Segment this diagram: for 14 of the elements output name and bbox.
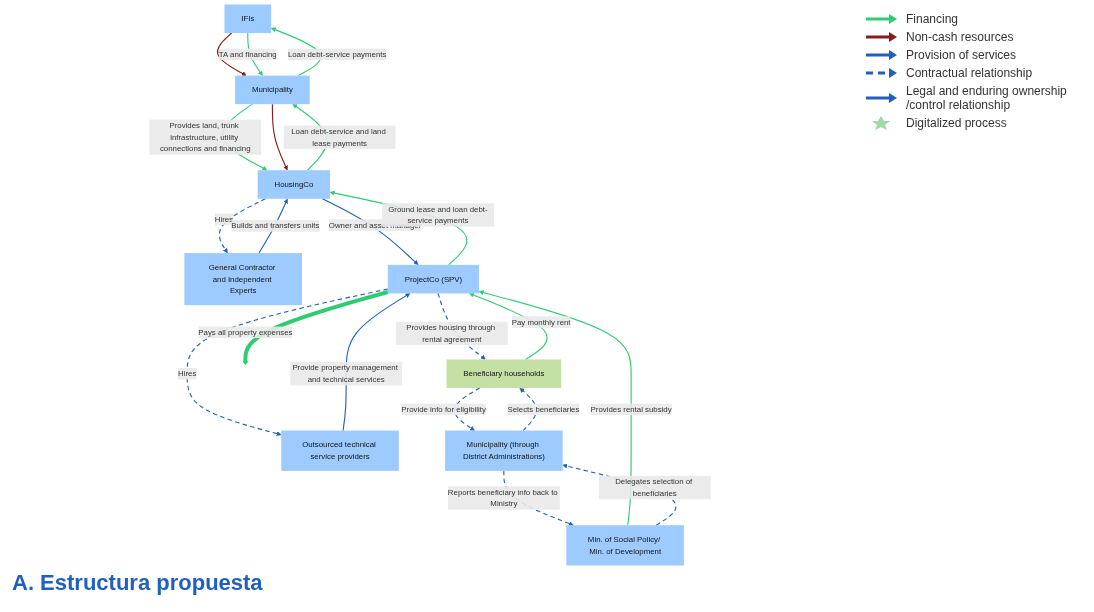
- arrow: [242, 290, 389, 366]
- arrow: [453, 387, 481, 431]
- legend-label: Non-cash resources: [906, 30, 1014, 44]
- legend-label: Provision of services: [906, 48, 1017, 62]
- legend-label: Digitalized process: [906, 116, 1007, 130]
- legend-label: Legal and enduring ownership /control relationship: [906, 84, 1068, 112]
- legend-label: Financing: [906, 12, 959, 26]
- arrow: [218, 198, 266, 254]
- arrow: [216, 32, 247, 76]
- arrow: [519, 387, 537, 432]
- arrow: [271, 103, 288, 171]
- diagram-title: A. Estructura propuesta: [12, 570, 263, 596]
- legend-label: Contractual relationship: [906, 66, 1033, 80]
- arrow: [186, 288, 389, 436]
